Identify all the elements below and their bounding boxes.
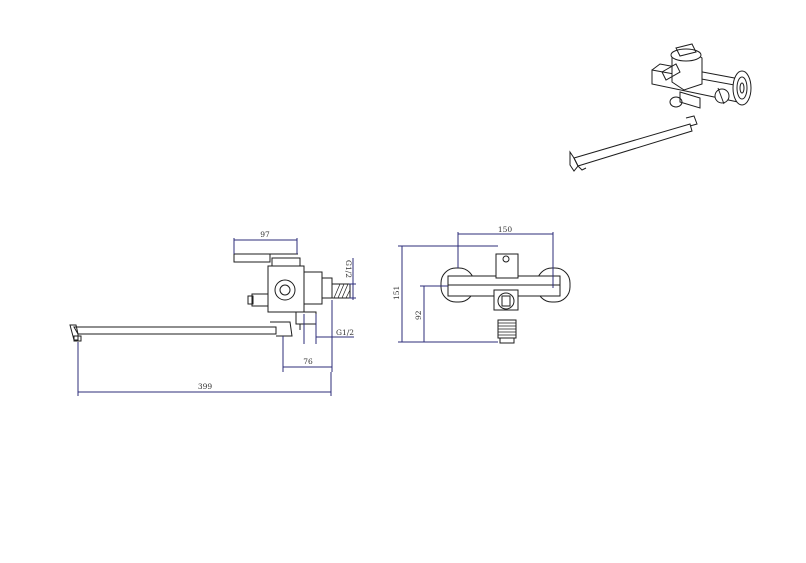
dim-97-label: 97 bbox=[260, 230, 270, 239]
dim-151-label: 151 bbox=[392, 286, 401, 300]
dim-399-label: 399 bbox=[198, 382, 213, 391]
thread-top-label: G1/2 bbox=[344, 260, 353, 278]
front-view-dimensions: 150 151 92 bbox=[392, 225, 554, 343]
dim-76-label: 76 bbox=[303, 357, 313, 366]
thread-bottom-label: G1/2 bbox=[336, 328, 354, 337]
dim-92-label: 92 bbox=[414, 310, 423, 320]
side-view-dimensions: 97 G1/2 G1/2 76 399 bbox=[77, 230, 356, 396]
dim-150-label: 150 bbox=[498, 225, 513, 234]
faucet-isometric-icon bbox=[569, 43, 752, 172]
faucet-front-view bbox=[440, 253, 571, 344]
faucet-side-view bbox=[69, 253, 351, 342]
